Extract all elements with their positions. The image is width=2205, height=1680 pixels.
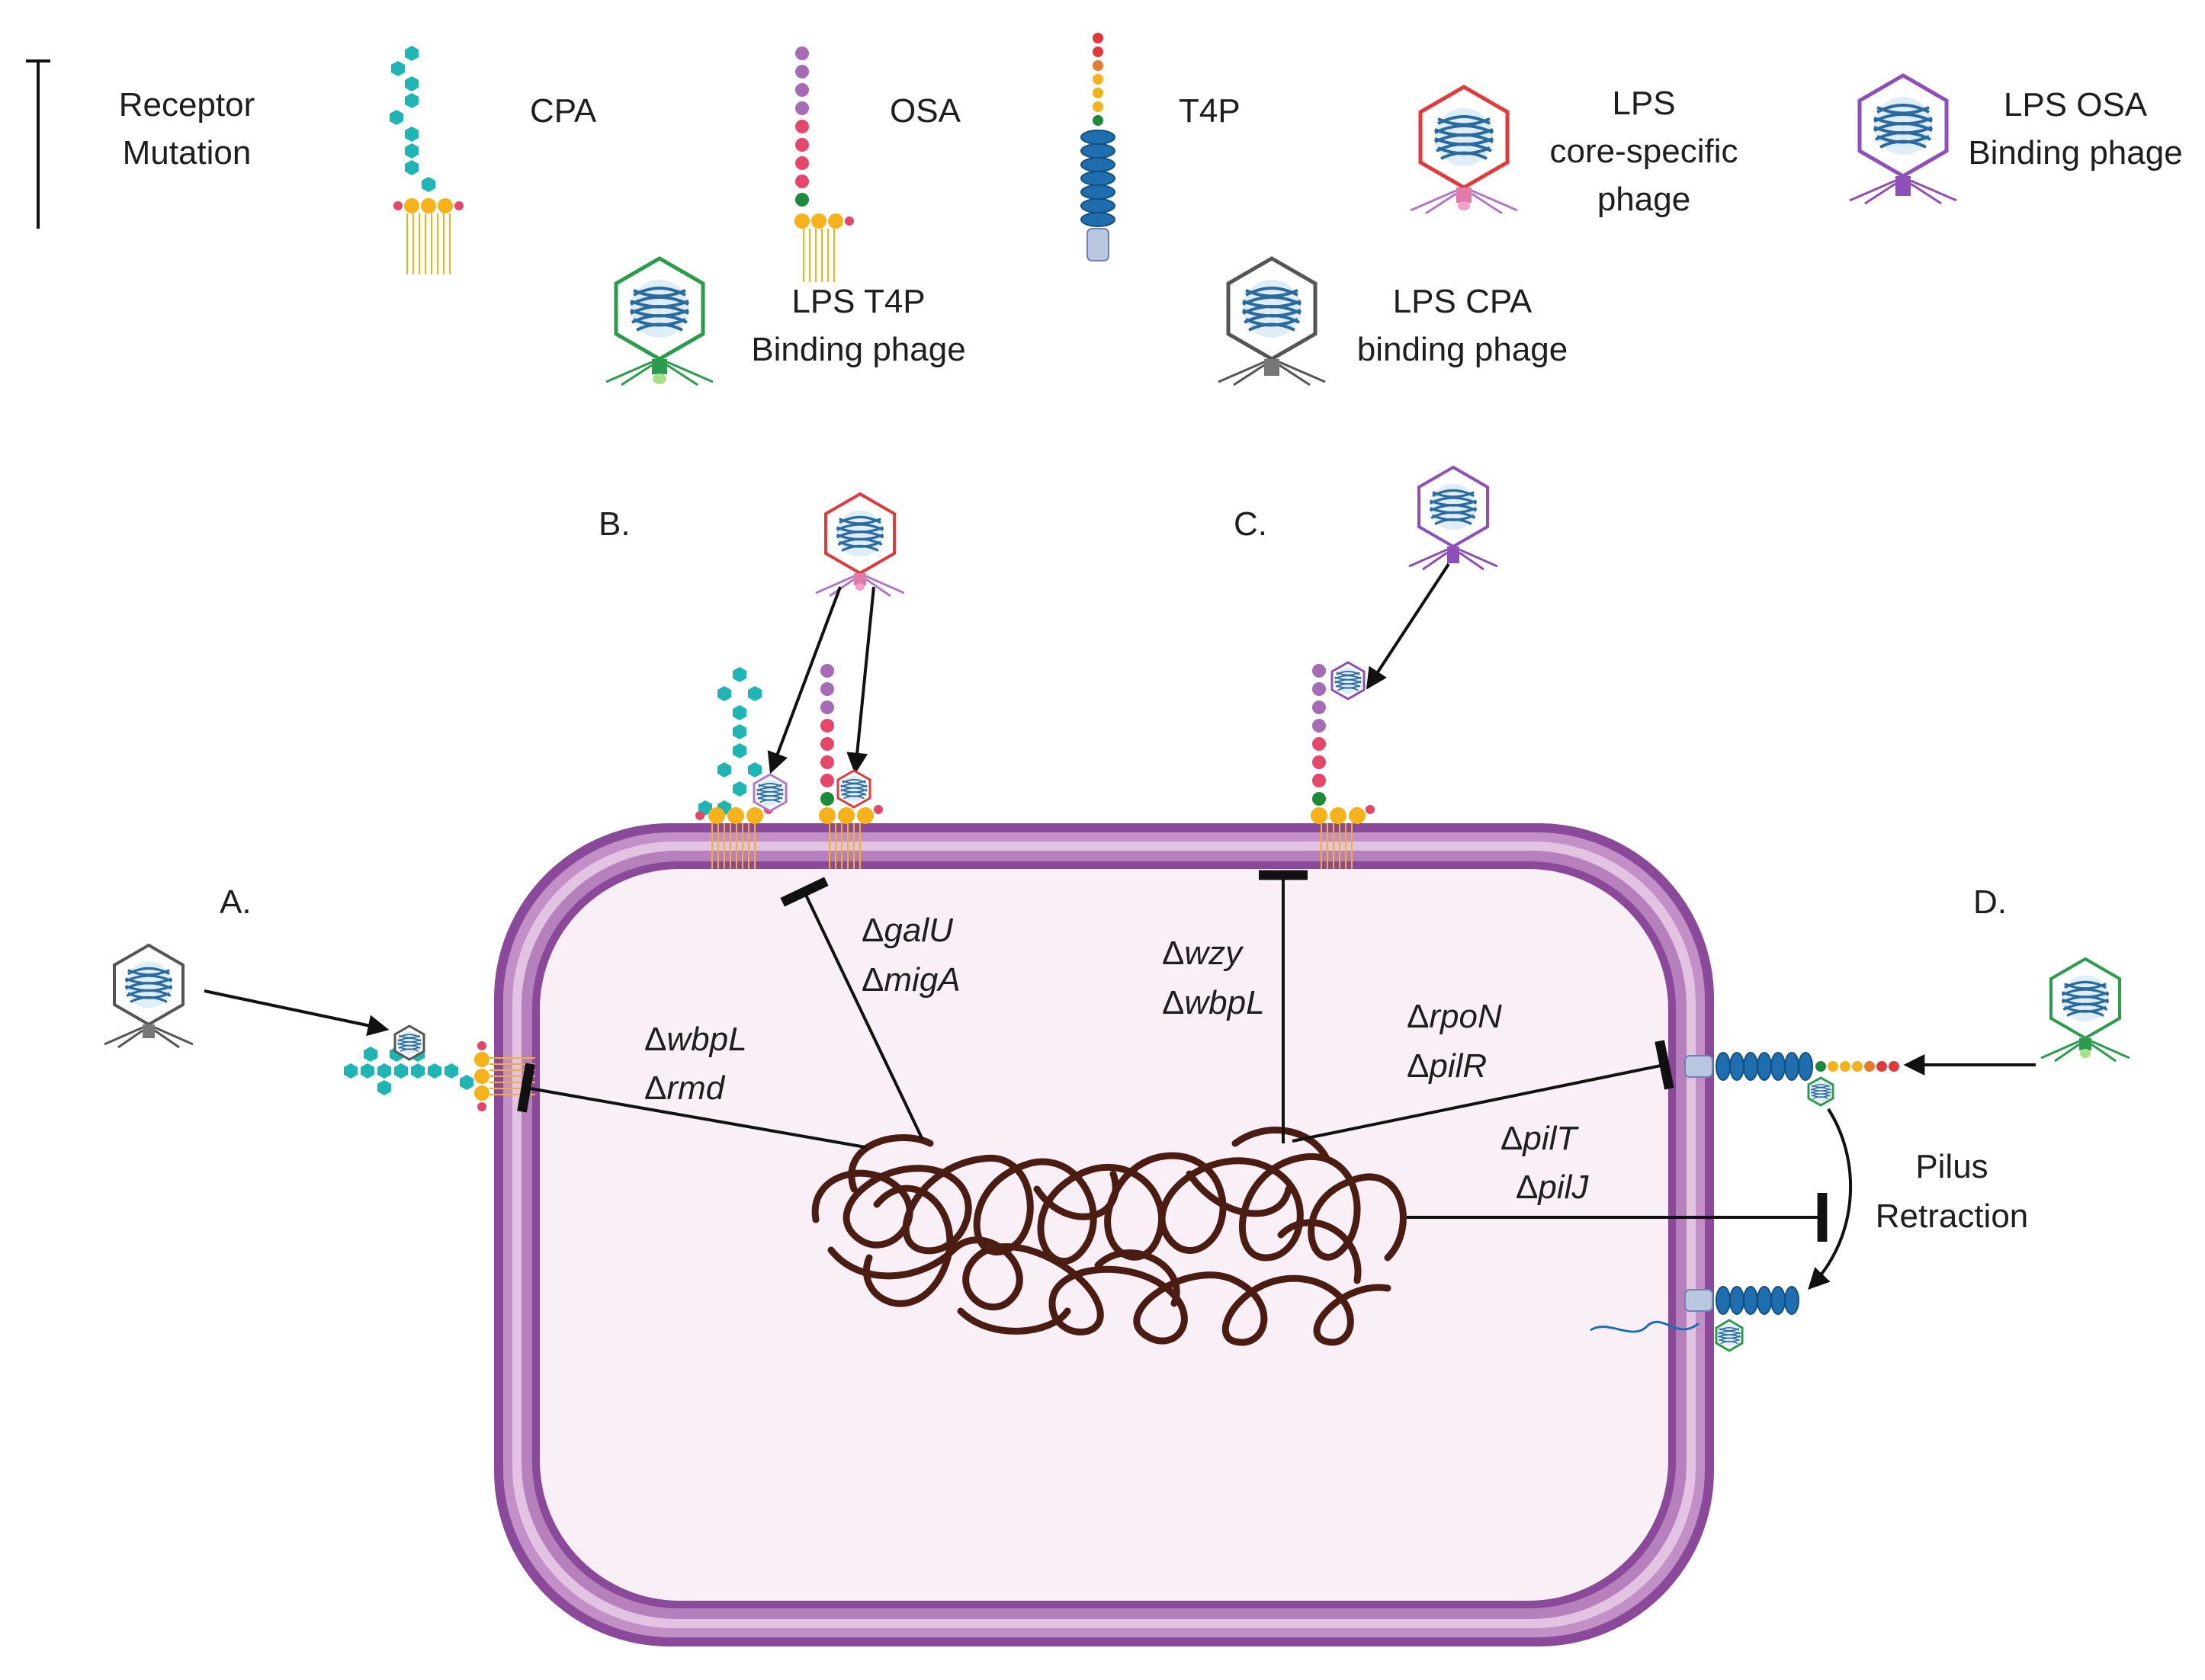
panel-d-inhibit-line-1 (1292, 1040, 1674, 1143)
cpa-glyph (390, 46, 435, 192)
legend-receptor-label: Receptor (119, 86, 255, 123)
panel-a-core (474, 1041, 535, 1111)
panel-d-t4p-phage (2040, 957, 2130, 1063)
legend-mutation-label: Mutation (123, 134, 252, 172)
legend-cpa: CPA (390, 46, 597, 274)
panel-c-bound-phage (1330, 661, 1366, 701)
panel-d-label: D. (1973, 883, 2007, 921)
legend-osa-label: OSA (890, 92, 961, 130)
panel-c-osa-phage (1408, 465, 1498, 571)
panel-a-arrow (204, 989, 390, 1037)
osa-glyph (795, 46, 809, 207)
mutation-c-line1: Δwzy (1162, 935, 1244, 972)
legend-cpa-phage-line1: LPS CPA (1393, 283, 1533, 320)
panel-a-cpa-phage (104, 943, 194, 1049)
panel-c-osa-receptor (1311, 664, 1375, 869)
pilus-retraction-arrow (1808, 1108, 1852, 1290)
panel-b-cpa-core (695, 805, 773, 869)
panel-b-osa-receptor (819, 664, 883, 869)
panel-b-arrow-2 (846, 586, 875, 774)
cpa-core (393, 198, 464, 274)
panel-c-label: C. (1234, 505, 1267, 543)
legend-t4p-phage-line2: Binding phage (751, 331, 965, 368)
legend-osa-phage-line1: LPS OSA (2004, 86, 2148, 123)
panel-b-bound-phage-2 (836, 769, 871, 809)
pilus-retraction-line1: Pilus (1915, 1148, 1988, 1185)
panel-b-label: B. (599, 505, 631, 543)
mutation-d2-line2: ΔpilJ (1516, 1169, 1589, 1206)
mutation-b-line2: ΔmigA (862, 961, 961, 999)
mutation-c-line2: ΔwbpL (1162, 984, 1265, 1021)
legend-core-phage-line3: phage (1597, 181, 1690, 218)
osa-phage-icon (1849, 73, 1957, 205)
panel-a-label: A. (220, 883, 252, 921)
osa-core (794, 213, 854, 282)
legend-osa-phage: LPS OSA Binding phage (1849, 73, 2183, 205)
legend-cpa-phage-line2: binding phage (1357, 331, 1568, 368)
panel-b-inhibit-line (780, 877, 924, 1140)
panel-b-core-phage (815, 492, 905, 598)
cpa-phage-icon (1218, 256, 1326, 386)
legend-core-phage: LPS core-specific phage (1410, 85, 1738, 218)
panel-b-arrow-1 (767, 586, 842, 774)
panel-b-cpa-receptor (698, 667, 762, 816)
mutation-a-line2: Δrmd (644, 1069, 726, 1107)
panel-a-bound-phage (393, 1024, 425, 1061)
legend-t4p: T4P (1080, 33, 1241, 261)
legend-core-phage-line2: core-specific (1550, 133, 1738, 170)
panel-a-inhibit-line (517, 1063, 866, 1149)
t4p-glyph (1080, 33, 1115, 261)
legend-osa: OSA (794, 46, 961, 282)
mutation-d1-line1: ΔrpoN (1407, 998, 1502, 1035)
pilus-retraction-line2: Retraction (1876, 1197, 2029, 1235)
mutation-d2-line1: ΔpilT (1500, 1120, 1579, 1157)
legend-t4p-phage-line1: LPS T4P (791, 283, 925, 320)
mutation-a-line1: ΔwbpL (644, 1021, 747, 1058)
legend-cpa-label: CPA (530, 92, 597, 130)
panel-d-extended-pilus (1684, 1052, 1899, 1107)
legend-core-phage-line1: LPS (1612, 85, 1675, 122)
panel-b-bound-phage-1 (753, 773, 788, 813)
legend-cpa-phage: LPS CPA binding phage (1218, 256, 1568, 386)
bacterial-cell (494, 823, 1714, 1646)
panel-d-retracted-pilus (1590, 1286, 1799, 1352)
mutation-b-line1: ΔgalU (862, 912, 953, 949)
mutation-d1-line2: ΔpilR (1407, 1047, 1487, 1085)
core-phage-icon (1410, 85, 1518, 215)
legend-t4p-phage: LPS T4P Binding phage (605, 256, 966, 386)
legend-t4p-label: T4P (1179, 92, 1241, 130)
t4p-phage-icon (605, 256, 714, 386)
panel-a-cpa-receptor (344, 1047, 473, 1095)
panel-c-arrow (1366, 563, 1450, 690)
legend-osa-phage-line2: Binding phage (1968, 134, 2182, 172)
chromosome (811, 1127, 1407, 1346)
legend-receptor-mutation: Receptor Mutation (26, 59, 255, 229)
